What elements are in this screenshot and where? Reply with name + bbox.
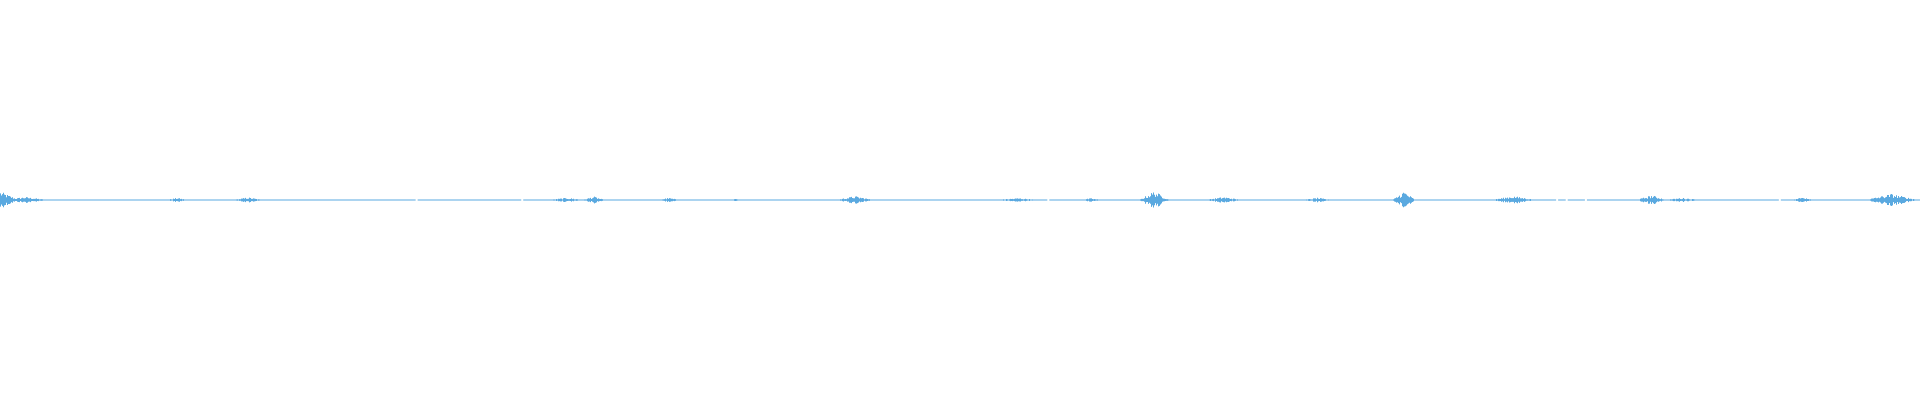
waveform-gap xyxy=(415,199,418,201)
waveform-gap xyxy=(1584,199,1587,201)
waveform-gap xyxy=(1556,199,1559,201)
waveform-gap xyxy=(1047,199,1050,201)
waveform-samples xyxy=(0,192,1920,208)
waveform-gap xyxy=(521,199,524,201)
waveform-gap xyxy=(1565,199,1568,201)
waveform-gap xyxy=(1778,199,1781,201)
